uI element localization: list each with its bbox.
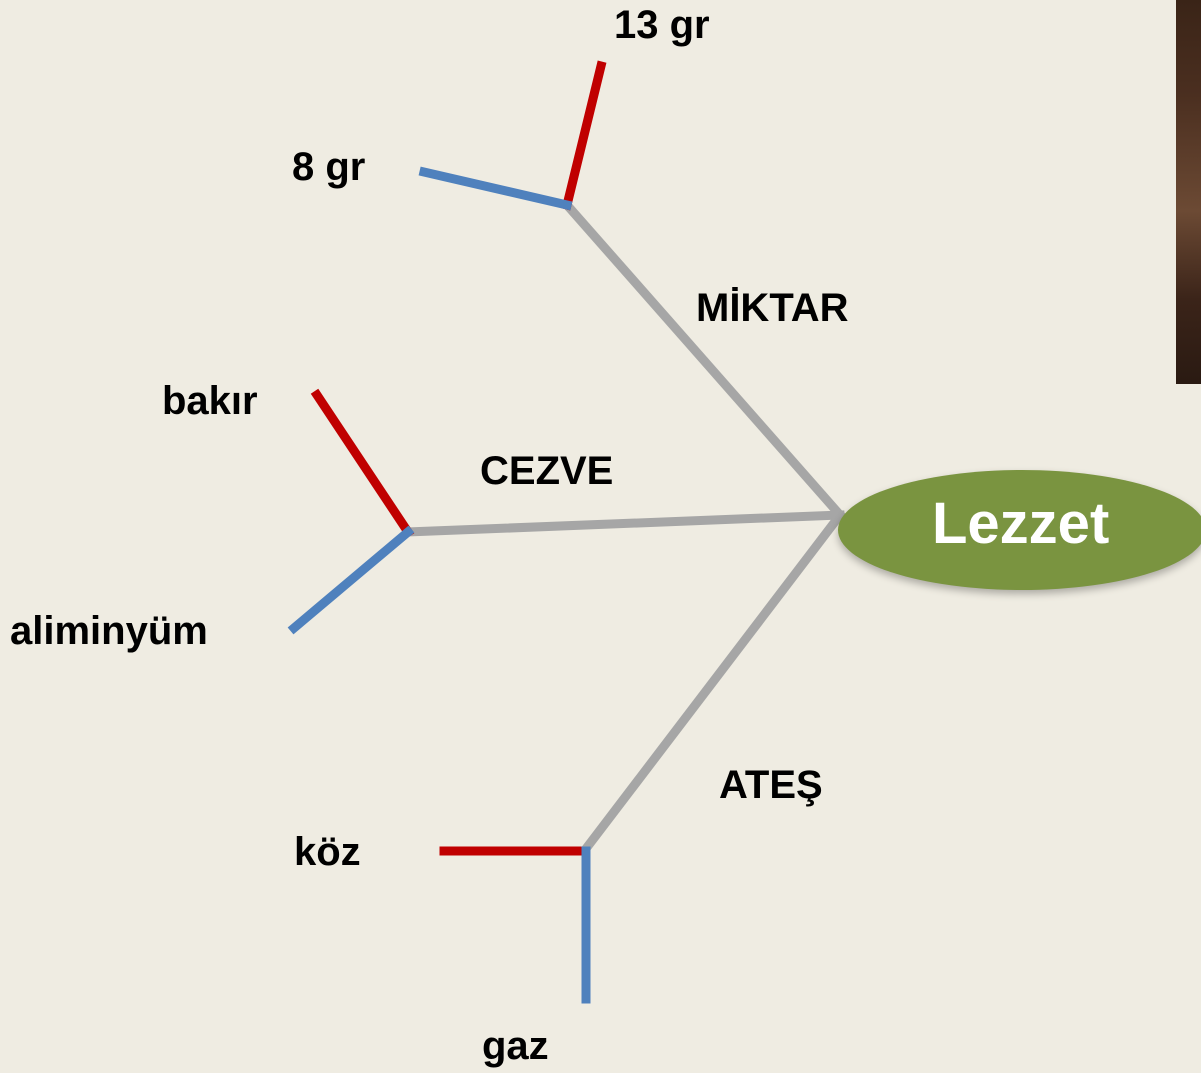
ates-main-branch: [581, 508, 847, 853]
ates-option-koz: köz: [294, 830, 361, 874]
miktar-option-13gr: 13 gr: [614, 3, 710, 47]
cezve-aliminyum-branch: [287, 525, 415, 635]
cezve-option-aliminyum: aliminyüm: [10, 609, 208, 653]
cezve-option-bakir: bakır: [162, 379, 258, 423]
ates-option-gaz: gaz: [482, 1024, 549, 1068]
ates-label: ATEŞ: [719, 763, 823, 807]
cezve-bakir-branch: [310, 388, 415, 539]
cezve-main-branch: [403, 510, 845, 537]
miktar-option-8gr: 8 gr: [292, 145, 366, 189]
miktar-13gr-branch: [561, 60, 607, 211]
miktar-label: MİKTAR: [696, 286, 849, 330]
miktar-8gr-branch: [418, 166, 573, 211]
cezve-label: CEZVE: [480, 449, 614, 493]
miktar-main-branch: [560, 198, 847, 522]
background-photo-strip: [1176, 0, 1201, 384]
lezzet-node: [838, 470, 1201, 590]
lezzet-label: Lezzet: [932, 491, 1110, 556]
